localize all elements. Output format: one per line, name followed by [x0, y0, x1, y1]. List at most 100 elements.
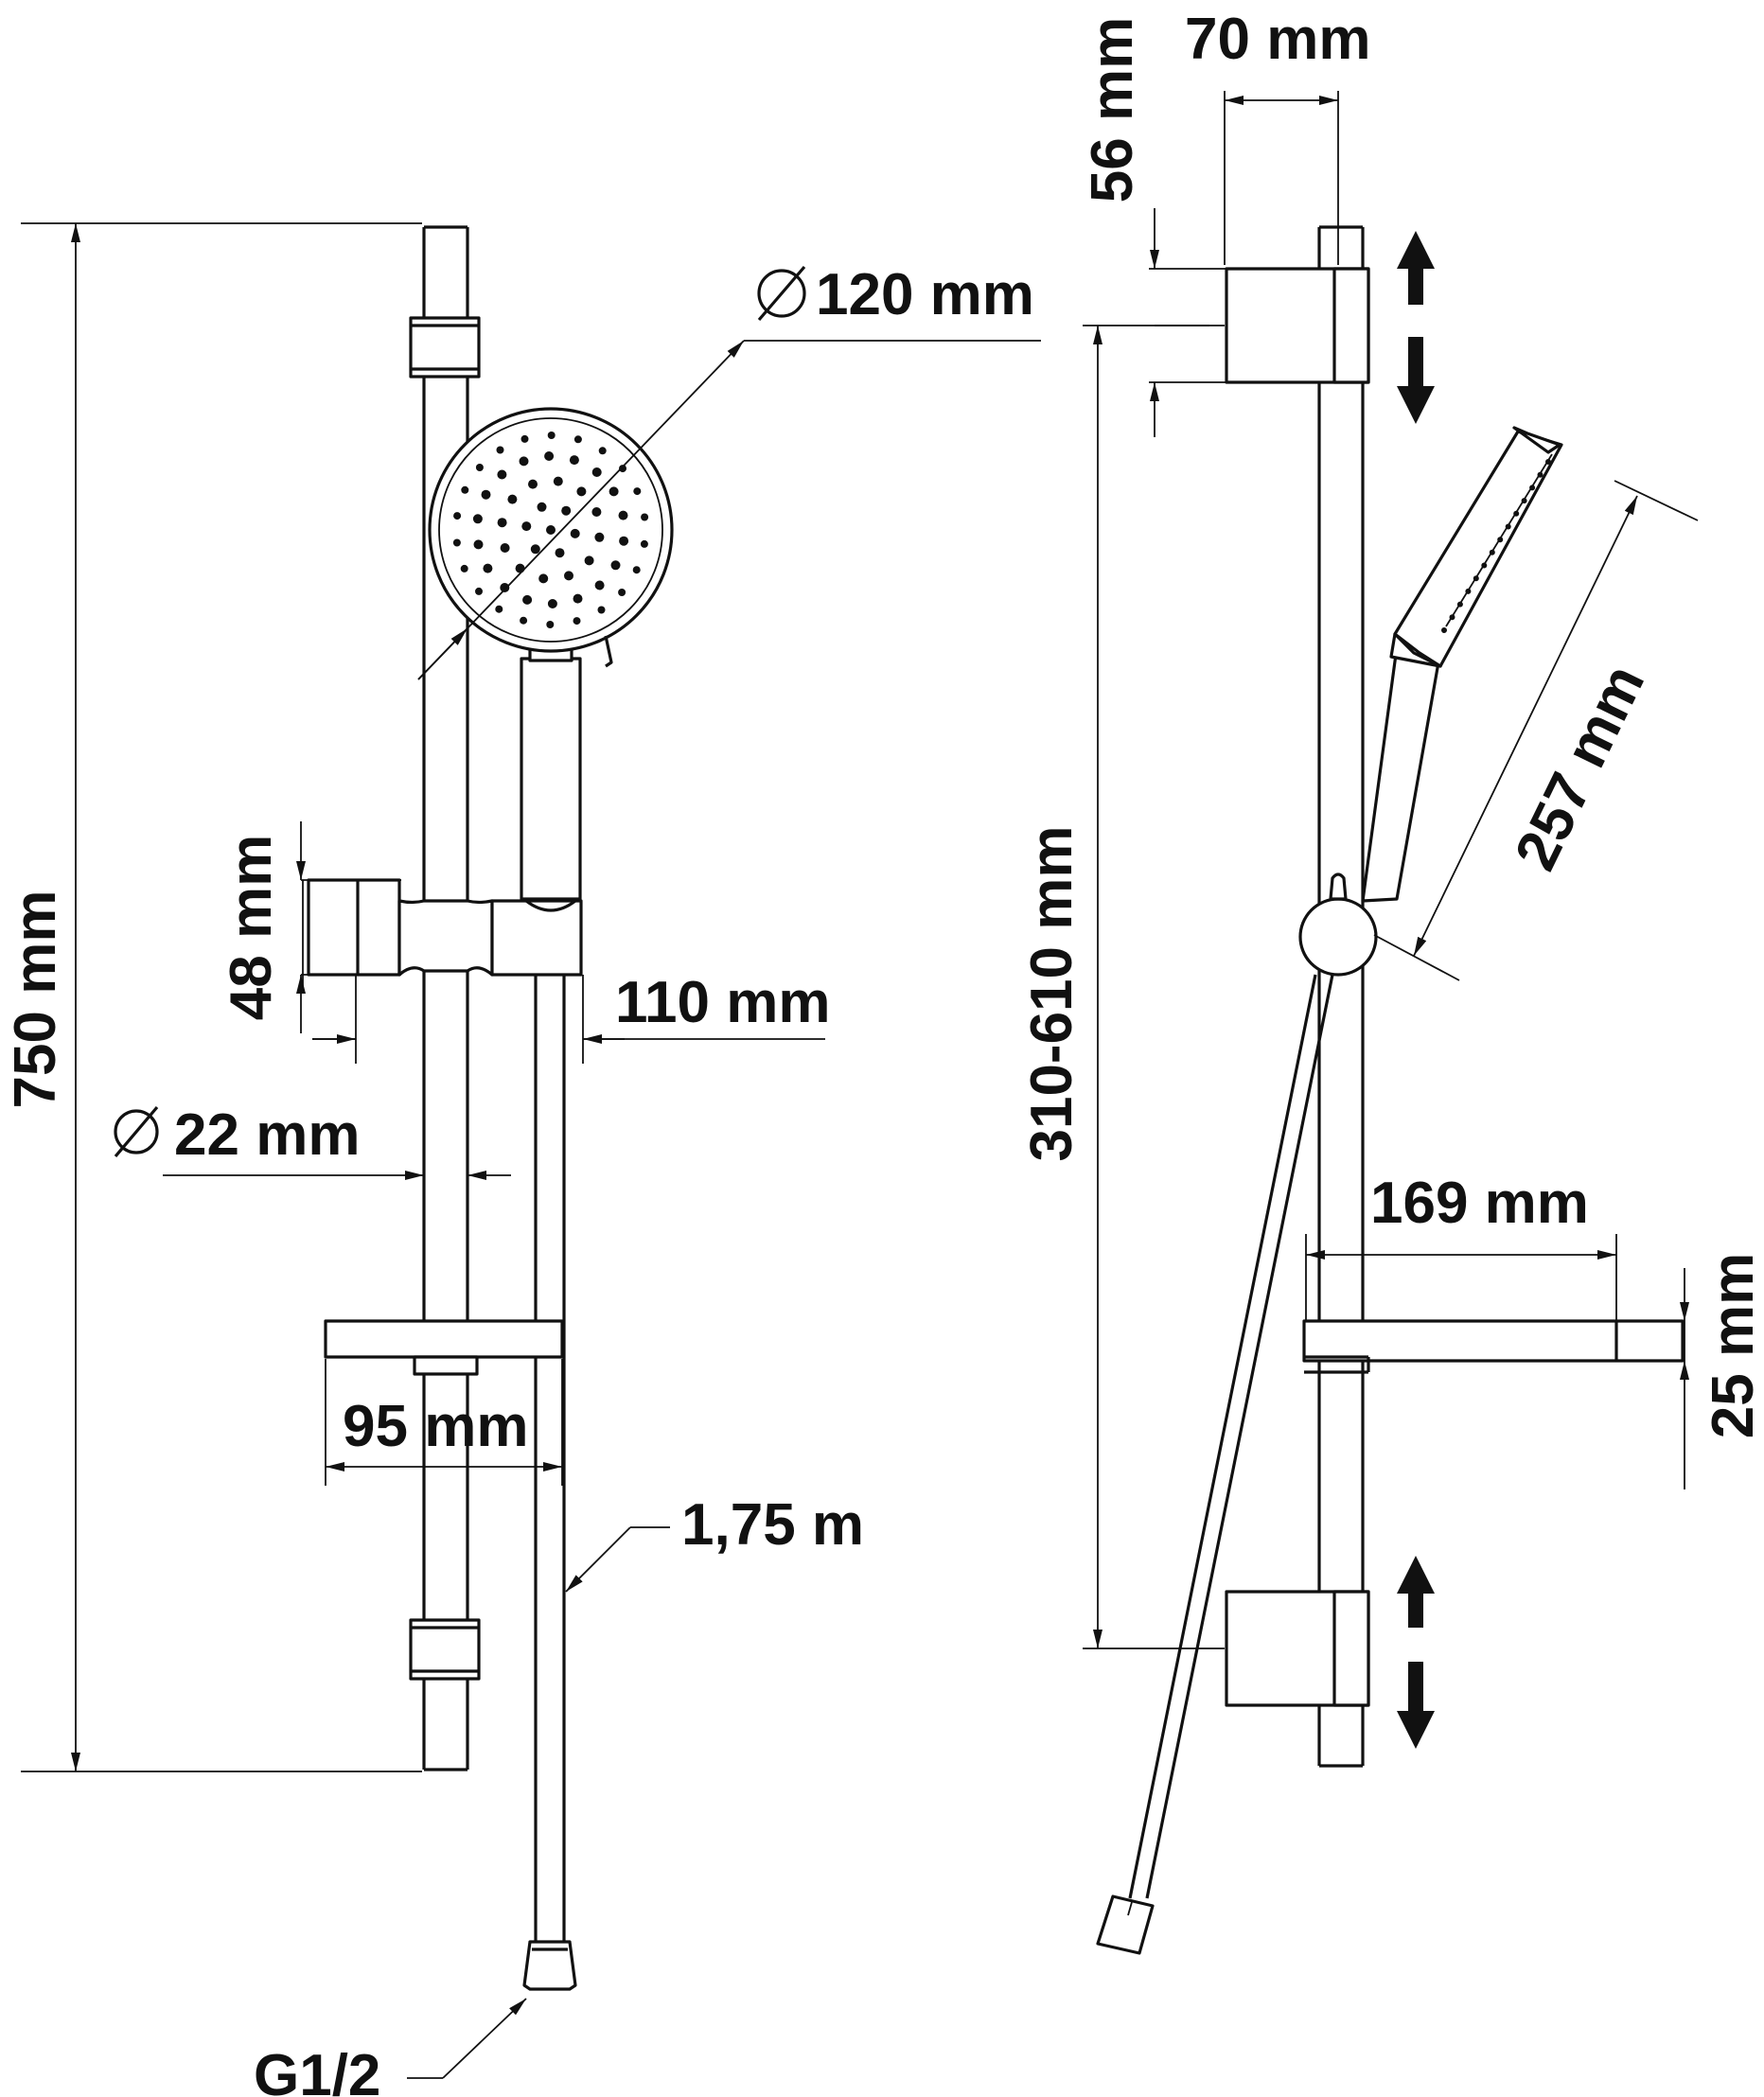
front-hose: [522, 975, 577, 1991]
dim-holder-depth: 110 mm: [312, 970, 831, 1064]
side-lower-bracket: [1225, 1590, 1370, 1707]
nozzle-dot: [521, 521, 532, 532]
label-connection: G1/2: [254, 2043, 380, 2097]
side-nozzle-dot: [1449, 614, 1455, 621]
nozzle-dot: [483, 563, 493, 573]
side-nozzle-dot: [1537, 471, 1544, 478]
dim-bracket-offset: 70 mm: [1185, 7, 1370, 265]
label-handshower-length: 257 mm: [1503, 655, 1657, 880]
spray-nozzles: [452, 432, 649, 628]
nozzle-dot: [640, 539, 648, 548]
nozzle-dot: [576, 486, 587, 497]
label-total-height: 750 mm: [3, 890, 68, 1109]
dim-soap-dish-height: 25 mm: [1680, 1253, 1764, 1489]
nozzle-dot: [500, 583, 510, 592]
nozzle-dot: [633, 487, 642, 496]
label-head-diameter: 120 mm: [816, 262, 1034, 327]
nozzle-dot: [570, 528, 580, 538]
nozzle-dot: [460, 564, 468, 573]
nozzle-dot: [547, 599, 557, 608]
nozzle-dot: [553, 476, 563, 486]
nozzle-dot: [555, 548, 565, 558]
nozzle-dot: [591, 467, 602, 477]
diameter-icon: [757, 265, 806, 322]
nozzle-dot: [537, 502, 547, 512]
side-nozzle-dot: [1441, 627, 1447, 633]
nozzle-dot: [546, 621, 555, 628]
nozzle-dot: [618, 589, 626, 596]
diameter-icon: [114, 1105, 159, 1158]
nozzle-dot: [561, 505, 572, 516]
nozzle-dot: [495, 605, 503, 613]
side-nozzle-dot: [1505, 523, 1511, 530]
label-hose-length: 1,75 m: [681, 1492, 864, 1558]
dim-holder-height: 48 mm: [219, 821, 401, 1033]
nozzle-dot: [497, 518, 507, 528]
front-upper-bracket: [409, 316, 481, 379]
nozzle-dot: [515, 563, 525, 573]
nozzle-dot: [597, 606, 606, 614]
dim-bracket-spacing: 310-610 mm: [1019, 325, 1225, 1649]
side-nozzle-dot: [1489, 549, 1495, 555]
nozzle-dot: [519, 456, 529, 467]
nozzle-dot: [619, 536, 629, 546]
label-soap-dish-height: 25 mm: [1701, 1253, 1764, 1438]
side-nozzle-dot: [1529, 485, 1536, 491]
nozzle-dot: [520, 434, 529, 443]
label-bracket-height: 56 mm: [1080, 17, 1145, 203]
nozzle-dot: [610, 560, 621, 571]
side-nozzle-dot: [1521, 498, 1527, 504]
dim-rail-diameter: 22 mm: [114, 1102, 511, 1180]
nozzle-dot: [497, 469, 507, 480]
nozzle-dot: [538, 573, 549, 584]
label-soap-dish-depth: 169 mm: [1370, 1171, 1589, 1236]
nozzle-dot: [453, 512, 462, 520]
dim-soap-dish-width: 95 mm: [325, 1359, 563, 1486]
nozzle-dot: [452, 538, 461, 547]
nozzle-dot: [544, 451, 555, 461]
nozzle-dot: [573, 593, 583, 604]
label-rail-diameter: 22 mm: [174, 1102, 360, 1168]
nozzle-dot: [496, 446, 504, 454]
front-handshower-handle: [520, 645, 582, 901]
nozzle-dot: [481, 489, 491, 500]
side-upper-bracket: [1225, 267, 1370, 384]
front-slide-holder: [307, 878, 583, 977]
label-soap-dish-width: 95 mm: [343, 1394, 528, 1459]
nozzle-dot: [475, 464, 484, 471]
front-lower-bracket: [409, 1618, 481, 1681]
nozzle-dot: [461, 485, 469, 494]
nozzle-dot: [520, 616, 528, 625]
side-nozzle-dot: [1481, 562, 1488, 569]
nozzle-dot: [546, 525, 556, 535]
side-nozzle-dot: [1465, 588, 1472, 594]
side-rail: [1317, 225, 1365, 1768]
nozzle-dot: [547, 432, 556, 439]
nozzle-dot: [609, 486, 619, 497]
label-holder-height: 48 mm: [219, 835, 284, 1020]
nozzle-dot: [530, 544, 540, 555]
nozzle-dot: [584, 555, 594, 566]
dim-total-height: 750 mm: [3, 222, 422, 1772]
nozzle-dot: [472, 514, 483, 524]
nozzle-dot: [528, 479, 538, 489]
nozzle-dot: [632, 566, 641, 574]
front-soap-dish: [324, 1319, 564, 1376]
nozzle-dot: [522, 594, 533, 605]
adjust-arrows-upper: [1397, 231, 1435, 424]
nozzle-dot: [473, 539, 484, 550]
nozzle-dot: [573, 617, 581, 626]
nozzle-dot: [475, 587, 483, 595]
adjust-arrows-lower: [1397, 1556, 1435, 1749]
side-nozzle-dot: [1456, 601, 1463, 608]
side-hose: [1096, 974, 1334, 1955]
front-shower-head: [428, 407, 674, 668]
nozzle-dot: [507, 494, 518, 504]
dim-hose-length: 1,75 m: [565, 1492, 864, 1593]
nozzle-dot: [591, 507, 602, 517]
nozzle-dot: [598, 447, 607, 455]
nozzle-dot: [569, 455, 579, 466]
side-nozzle-dot: [1497, 537, 1504, 543]
nozzle-dot: [500, 543, 510, 553]
nozzle-dot: [618, 510, 628, 520]
